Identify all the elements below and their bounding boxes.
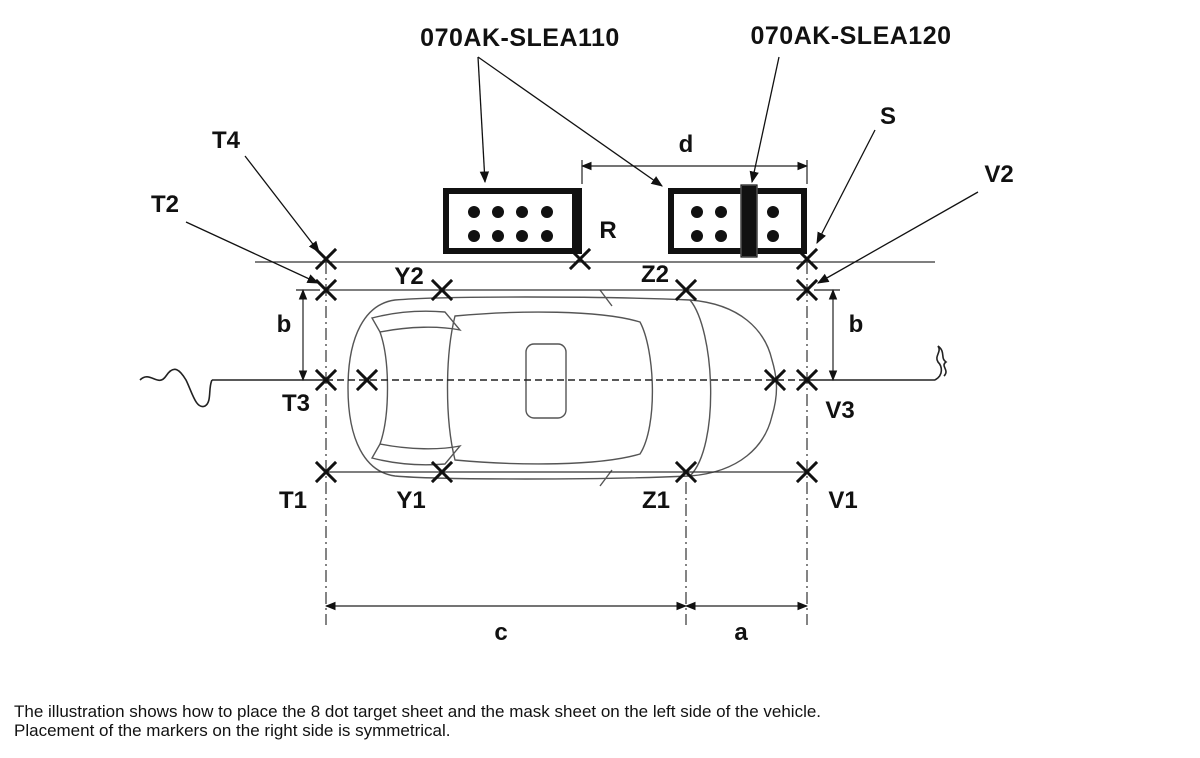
marker-front-center xyxy=(355,368,379,392)
marker-row-lines xyxy=(255,261,935,473)
placement-diagram: 070AK-SLEA110 070AK-SLEA120 T4 T2 T3 T1 … xyxy=(139,22,1014,646)
diagram-caption: The illustration shows how to place the … xyxy=(14,702,1184,740)
part-label-mask-sheet: 070AK-SLEA120 xyxy=(750,22,951,50)
label-z1: Z1 xyxy=(642,487,670,514)
vehicle-outline xyxy=(347,289,778,487)
leader-arrows xyxy=(185,56,979,284)
marker-rear-center xyxy=(763,368,787,392)
marker-z2 xyxy=(674,278,698,302)
x-markers xyxy=(314,247,819,484)
label-y2: Y2 xyxy=(394,263,423,290)
marker-z1 xyxy=(674,460,698,484)
label-t2: T2 xyxy=(151,191,179,218)
marker-v1 xyxy=(795,460,819,484)
labels: 070AK-SLEA110 070AK-SLEA120 T4 T2 T3 T1 … xyxy=(151,22,1014,646)
marker-t2 xyxy=(314,278,338,302)
marker-t3 xyxy=(314,368,338,392)
dimension-label-b-right: b xyxy=(849,311,864,338)
reference-lines-vertical xyxy=(325,262,808,625)
label-s: S xyxy=(880,103,896,130)
caption-line-2: Placement of the markers on the right si… xyxy=(14,721,451,740)
label-t4: T4 xyxy=(212,127,241,154)
target-sheet-with-mask xyxy=(668,184,807,258)
marker-v3 xyxy=(795,368,819,392)
dimension-label-c: c xyxy=(494,619,507,646)
marker-t1 xyxy=(314,460,338,484)
label-t3: T3 xyxy=(282,390,310,417)
dimension-label-b-left: b xyxy=(277,311,292,338)
label-v3: V3 xyxy=(825,397,854,424)
label-t1: T1 xyxy=(279,487,307,514)
caption-line-1: The illustration shows how to place the … xyxy=(14,702,822,721)
target-dots xyxy=(468,206,553,242)
label-z2: Z2 xyxy=(641,261,669,288)
dimension-label-a: a xyxy=(734,619,748,646)
marker-y1 xyxy=(430,460,454,484)
target-sheet-8-dot xyxy=(443,188,582,254)
marker-r xyxy=(568,247,592,271)
label-v1: V1 xyxy=(828,487,857,514)
part-label-target-sheet: 070AK-SLEA110 xyxy=(420,24,620,52)
dimension-b-right xyxy=(814,288,840,382)
label-r: R xyxy=(599,217,616,244)
label-y1: Y1 xyxy=(396,487,425,514)
mask-sheet xyxy=(740,184,758,258)
dimension-b-left xyxy=(296,288,320,382)
dimension-label-d: d xyxy=(679,131,694,158)
marker-s xyxy=(795,247,819,271)
dimension-d xyxy=(580,160,809,184)
marker-y2 xyxy=(430,278,454,302)
label-v2: V2 xyxy=(984,161,1013,188)
marker-v2 xyxy=(795,278,819,302)
marker-t4 xyxy=(314,247,338,271)
